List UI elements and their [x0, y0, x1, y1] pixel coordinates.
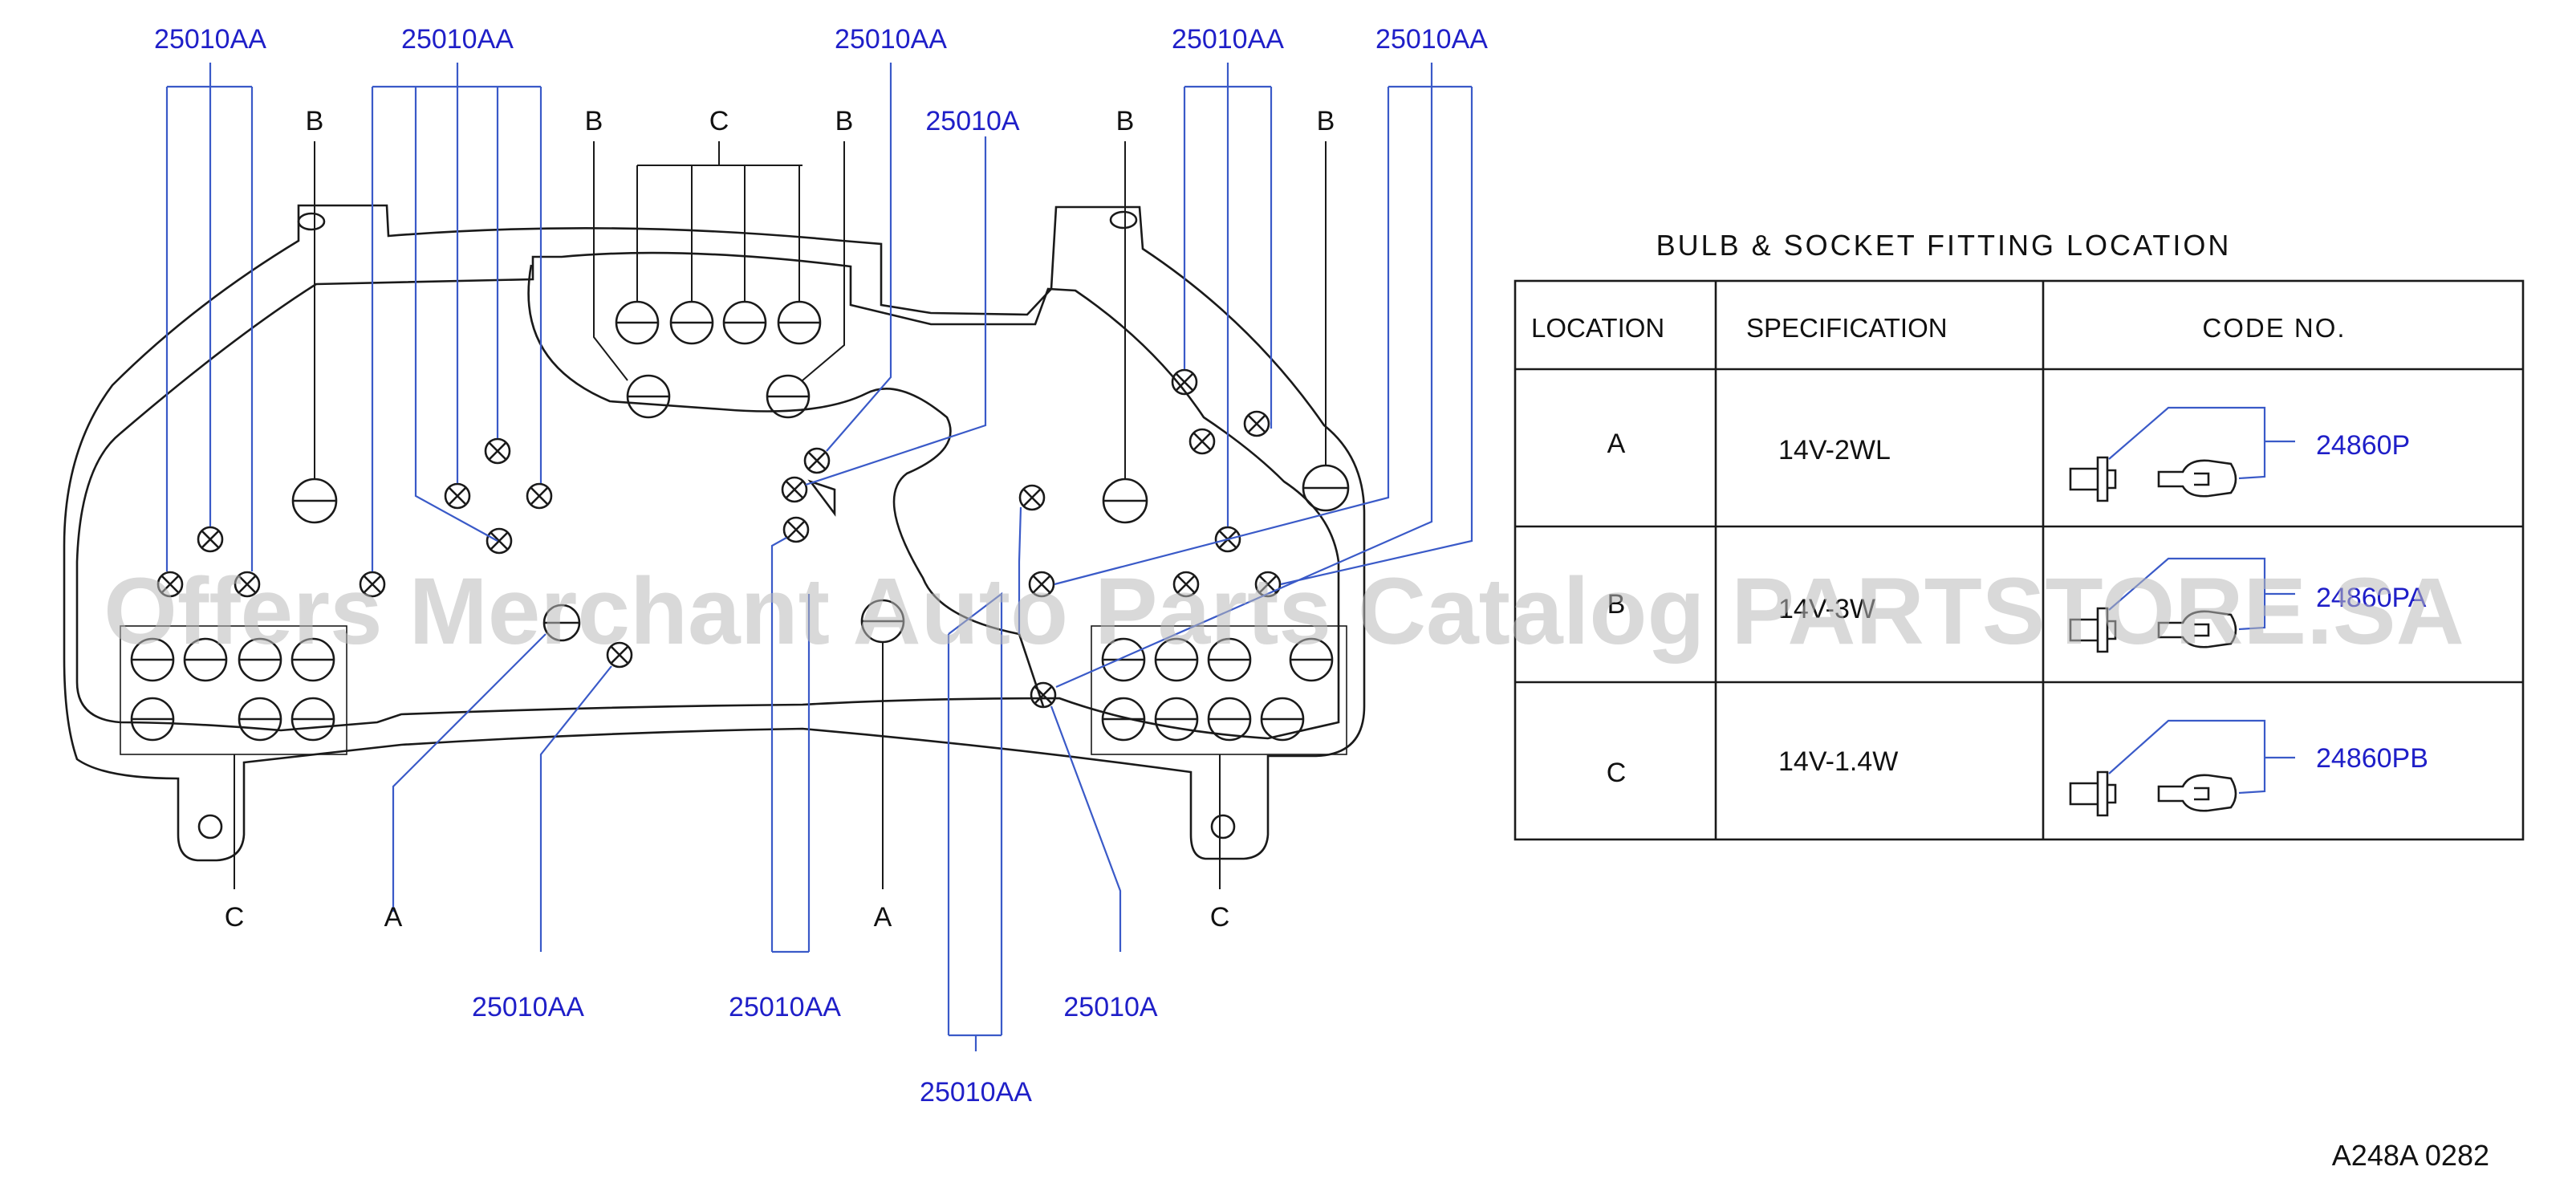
screw-socket — [782, 516, 810, 543]
row-spec: 14V-1.4W — [1778, 746, 1898, 777]
screw-socket — [234, 571, 261, 598]
screw-socket — [444, 482, 471, 510]
row-spec: 14V-2WL — [1778, 435, 1891, 465]
bulb-grid-right — [1101, 637, 1334, 742]
bulb-socket — [542, 604, 581, 642]
part-number-label: 25010A — [925, 106, 1020, 136]
table-row: B 14V-3W 24860PA — [1607, 583, 2427, 624]
screw-socket — [359, 571, 386, 598]
table-title: BULB & SOCKET FITTING LOCATION — [1656, 229, 2232, 262]
part-number-label: 25010AA — [472, 992, 584, 1022]
screw-socket — [156, 571, 184, 598]
row-location: B — [1607, 589, 1626, 620]
bulb-socket-icon — [2069, 406, 2295, 502]
screw-socket — [1171, 368, 1198, 396]
location-letter: C — [709, 106, 729, 136]
bulb-socket — [626, 374, 671, 419]
screw-socket — [197, 526, 224, 553]
part-number-label: 25010AA — [729, 992, 841, 1022]
screw-socket — [484, 437, 511, 465]
bulb-socket-icon — [2069, 557, 2295, 653]
part-number-label: 25010AA — [1172, 24, 1284, 55]
header-code: CODE NO. — [2202, 313, 2346, 343]
table-row: C 14V-1.4W 24860PB — [1607, 743, 2428, 788]
location-letter: C — [225, 902, 245, 933]
screw-socket — [1028, 571, 1055, 598]
bottom-labels: C A A C 25010AA 25010AA 25010A 25010AA — [225, 902, 1230, 1108]
part-number-label: 25010A — [1063, 992, 1158, 1022]
location-letter: C — [1210, 902, 1230, 933]
location-letter: B — [835, 106, 854, 136]
bulb-socket — [1102, 478, 1148, 524]
row-spec: 14V-3W — [1778, 594, 1875, 624]
screw-socket — [1172, 571, 1200, 598]
location-letter: B — [1317, 106, 1335, 136]
bulb-socket — [722, 300, 767, 345]
screw-socket — [1188, 428, 1216, 455]
screw-socket — [1243, 410, 1270, 437]
location-leaders — [120, 141, 1347, 889]
bulb-socket — [669, 300, 714, 345]
location-letter: A — [384, 902, 403, 933]
row-code: 24860PA — [2316, 583, 2427, 613]
row-code: 24860P — [2316, 430, 2410, 461]
part-number-label: 25010AA — [835, 24, 947, 55]
location-letter: B — [306, 106, 324, 136]
part-number-label: 25010AA — [401, 24, 514, 55]
part-leaders — [165, 63, 1473, 1051]
bulb-socket — [1302, 464, 1350, 512]
header-specification: SPECIFICATION — [1746, 313, 1948, 343]
part-number-label: 25010AA — [1375, 24, 1488, 55]
screw-socket — [781, 476, 808, 503]
bulb-socket — [766, 374, 811, 419]
part-number-label: 25010AA — [154, 24, 266, 55]
screw-socket — [1030, 681, 1057, 709]
bulb-socket-icon — [2069, 719, 2295, 817]
bulb-grid-left — [130, 637, 335, 742]
diagram-id: A248A 0282 — [2332, 1139, 2489, 1172]
part-number-label: 25010AA — [920, 1077, 1032, 1108]
screw-socket — [526, 482, 553, 510]
fitting-table: BULB & SOCKET FITTING LOCATION LOCATION … — [1514, 229, 2525, 841]
header-location: LOCATION — [1531, 313, 1664, 343]
location-letter: B — [1116, 106, 1135, 136]
bulb-socket — [291, 478, 338, 524]
screw-socket — [1018, 484, 1046, 511]
screw-socket — [1254, 571, 1282, 598]
row-location: C — [1607, 758, 1627, 788]
screw-socket — [606, 641, 633, 669]
bulb-socket — [777, 300, 822, 345]
screw-socket — [803, 447, 831, 474]
row-location: A — [1607, 429, 1626, 459]
top-labels: 25010AA 25010AA 25010AA 25010AA 25010AA … — [154, 24, 1488, 136]
bulb-socket — [615, 300, 660, 345]
row-code: 24860PB — [2316, 743, 2428, 774]
table-row: A 14V-2WL 24860P — [1607, 429, 2411, 465]
screw-socket — [486, 527, 513, 555]
location-letter: B — [585, 106, 603, 136]
watermark: Offers Merchant Auto Parts Catalog PARTS… — [104, 559, 2464, 665]
cluster-outline — [63, 204, 1366, 862]
screw-sockets — [156, 368, 1282, 709]
location-letter: A — [874, 902, 892, 933]
